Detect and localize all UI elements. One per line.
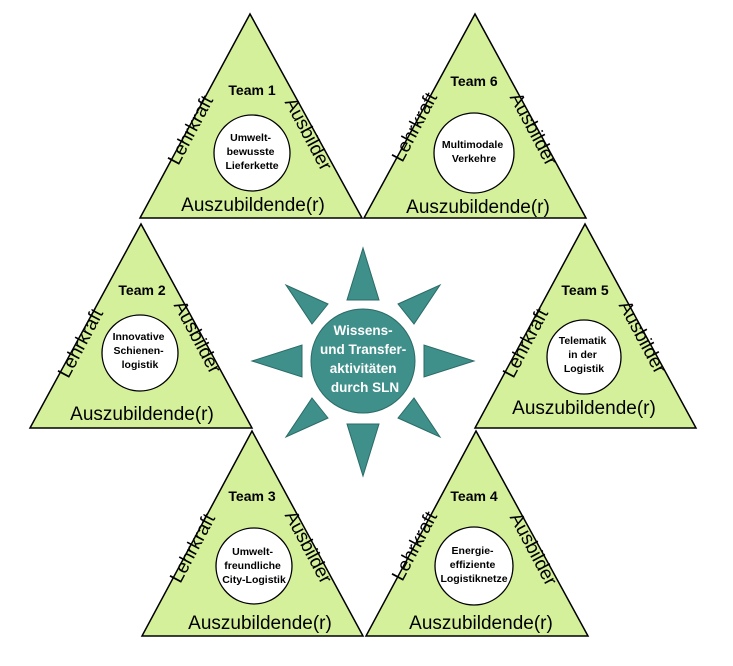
topic-line: Multimodale	[442, 139, 503, 151]
team-label: Team 2	[118, 282, 165, 298]
team-label: Team 3	[228, 488, 275, 504]
topic-label: Energie- effiziente Logistiknetze	[440, 545, 507, 585]
sun-ray-e	[423, 344, 476, 378]
topic-circle	[434, 526, 514, 606]
sun-ray-ne	[397, 283, 442, 325]
topic-line: Energie-	[452, 545, 495, 557]
topic-line: Telematik	[559, 335, 607, 347]
team-3-triangle: Team 3 Umwelt- freundliche City-Logistik…	[140, 429, 365, 637]
team-label: Team 1	[228, 82, 275, 98]
team-label: Team 4	[450, 488, 497, 504]
base-role-label: Auszubildende(r)	[70, 404, 214, 425]
sun-label-line: durch SLN	[331, 380, 399, 395]
topic-line: effiziente	[450, 559, 496, 571]
topic-label: Umwelt- bewusste Lieferkette	[225, 132, 278, 172]
team-5-triangle: Team 5 Telematik in der Logistik Lehrkra…	[473, 222, 698, 429]
base-role-label: Auszubildende(r)	[406, 197, 550, 218]
sun-label-line: und Transfer-	[320, 342, 406, 357]
base-role-label: Auszubildende(r)	[512, 398, 656, 419]
sun-ray-w	[250, 344, 303, 378]
topic-line: Umwelt-	[230, 132, 271, 144]
topic-line: logistik	[122, 359, 159, 371]
sun-ray-se	[397, 397, 442, 439]
sun-label: Wissens- und Transfer- aktivitäten durch…	[320, 323, 410, 395]
topic-circle	[546, 319, 622, 395]
topic-circle	[213, 114, 291, 192]
sun-ray-s	[346, 423, 380, 478]
base-role-label: Auszubildende(r)	[409, 613, 553, 634]
topic-label: Umwelt- freundliche City-Logistik	[222, 546, 286, 586]
sun-label-line: Wissens-	[334, 323, 393, 338]
topic-line: Innovative	[113, 331, 165, 343]
topic-line: freundliche	[224, 560, 281, 572]
topic-line: Umwelt-	[232, 546, 273, 558]
sun-ray-n	[346, 246, 380, 301]
topic-line: Verkehre	[452, 153, 497, 165]
topic-line: Logistik	[564, 363, 604, 375]
topic-circle	[101, 314, 179, 392]
topic-label: Telematik in der Logistik	[559, 335, 610, 375]
base-role-label: Auszubildende(r)	[188, 613, 332, 634]
sun-label-line: aktivitäten	[330, 361, 397, 376]
topic-line: City-Logistik	[222, 574, 286, 586]
topic-line: Logistiknetze	[440, 573, 507, 585]
topic-line: bewusste	[227, 146, 275, 158]
sun-ray-sw	[284, 397, 329, 439]
team-label: Team 5	[561, 282, 608, 298]
base-role-label: Auszubildende(r)	[181, 195, 325, 216]
topic-line: Lieferkette	[225, 160, 278, 172]
team-label: Team 6	[450, 73, 497, 89]
team-6-triangle: Team 6 Multimodale Verkehre Lehrkraft Au…	[362, 12, 588, 219]
topic-circle	[215, 527, 293, 605]
sun-center: Wissens- und Transfer- aktivitäten durch…	[250, 246, 476, 478]
topic-label: Multimodale Verkehre	[442, 139, 506, 165]
team-1-triangle: Team 1 Umwelt- bewusste Lieferkette Lehr…	[138, 12, 364, 219]
topic-circle	[433, 112, 515, 194]
team-2-triangle: Team 2 Innovative Schienen- logistik Leh…	[28, 222, 254, 429]
topic-label: Innovative Schienen- logistik	[113, 331, 168, 371]
sun-ray-nw	[284, 283, 329, 325]
team-4-triangle: Team 4 Energie- effiziente Logistiknetze…	[364, 429, 590, 637]
sun-core	[310, 308, 416, 414]
topic-line: Schienen-	[113, 345, 164, 357]
topic-line: in der	[568, 349, 597, 361]
